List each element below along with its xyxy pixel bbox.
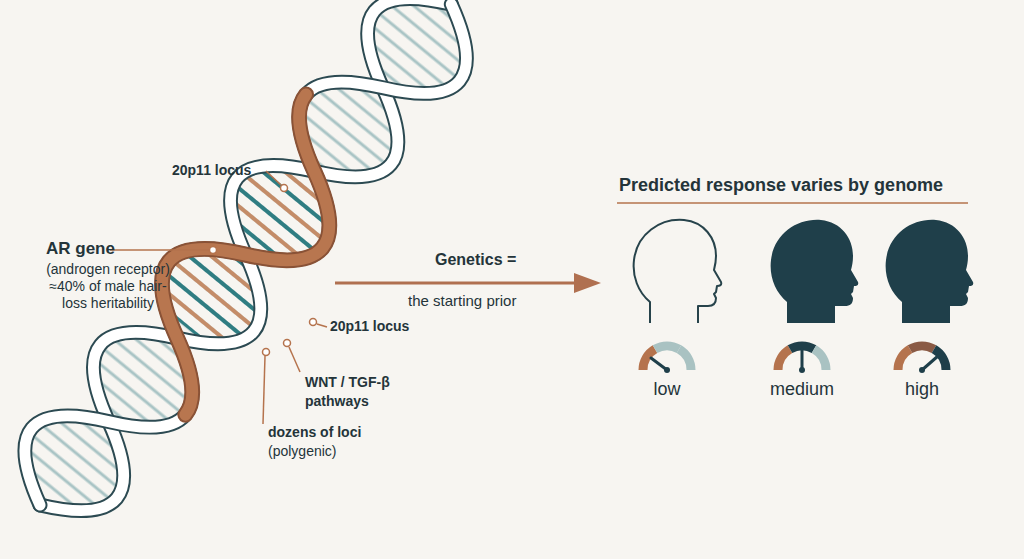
gauge-label: high <box>872 379 972 400</box>
leader-line <box>110 249 209 251</box>
gauge-segment <box>679 349 691 370</box>
gauge-segment <box>910 346 934 349</box>
gauge-hub <box>799 367 805 373</box>
gauge-label: medium <box>752 379 852 400</box>
strand-outline <box>0 0 494 540</box>
locus-label: 20p11 locus <box>172 162 251 179</box>
panel-title: Predicted response varies by genome <box>619 175 943 196</box>
dna-helix <box>0 0 498 543</box>
highlighted-strand-outline <box>100 95 391 415</box>
gauge-hub <box>664 367 670 373</box>
head-outline <box>634 220 722 323</box>
leader-line <box>289 347 300 372</box>
gauge-segment <box>898 349 910 370</box>
loci-note: (polygenic) <box>268 443 336 460</box>
gauge-segment <box>655 346 679 349</box>
arrow-label: Genetics = <box>435 250 516 269</box>
leader-dot <box>284 340 291 347</box>
leader-dot <box>281 185 288 192</box>
strand <box>0 0 494 540</box>
gauge-segment <box>814 349 826 370</box>
leader-line <box>263 356 265 424</box>
head-silhouette <box>886 220 974 323</box>
gene-label: AR gene <box>46 239 115 259</box>
main-arrow-head <box>574 273 601 293</box>
gauge <box>778 346 826 373</box>
locus-label: 20p11 locus <box>330 318 409 335</box>
head-silhouette <box>771 220 859 323</box>
title-underline <box>617 202 968 204</box>
gauge-needle <box>801 349 804 370</box>
gauge-needle <box>922 356 938 370</box>
gene-note: (androgen receptor) ≈40% of male hair-lo… <box>38 261 178 312</box>
leader-dot <box>263 349 270 356</box>
leader-dot <box>310 319 317 326</box>
gauge-label: low <box>617 379 717 400</box>
leader-line <box>266 171 281 185</box>
main-arrow-shaft <box>335 282 580 285</box>
loci-label: dozens of loci <box>268 424 361 441</box>
gauge <box>643 346 691 373</box>
gauge-hub <box>919 367 925 373</box>
pathway-label: WNT / TGF-β pathways <box>305 373 405 411</box>
gauge <box>898 346 946 373</box>
strand-outline <box>0 0 494 540</box>
arrow-label: the starting prior <box>408 292 516 310</box>
gauge-segment <box>778 349 790 370</box>
leader-line <box>317 324 327 327</box>
strand <box>0 0 494 540</box>
gauge-needle <box>651 358 667 370</box>
leader-dot <box>210 247 217 254</box>
highlighted-strand <box>100 95 391 415</box>
base-pairs <box>0 0 498 543</box>
